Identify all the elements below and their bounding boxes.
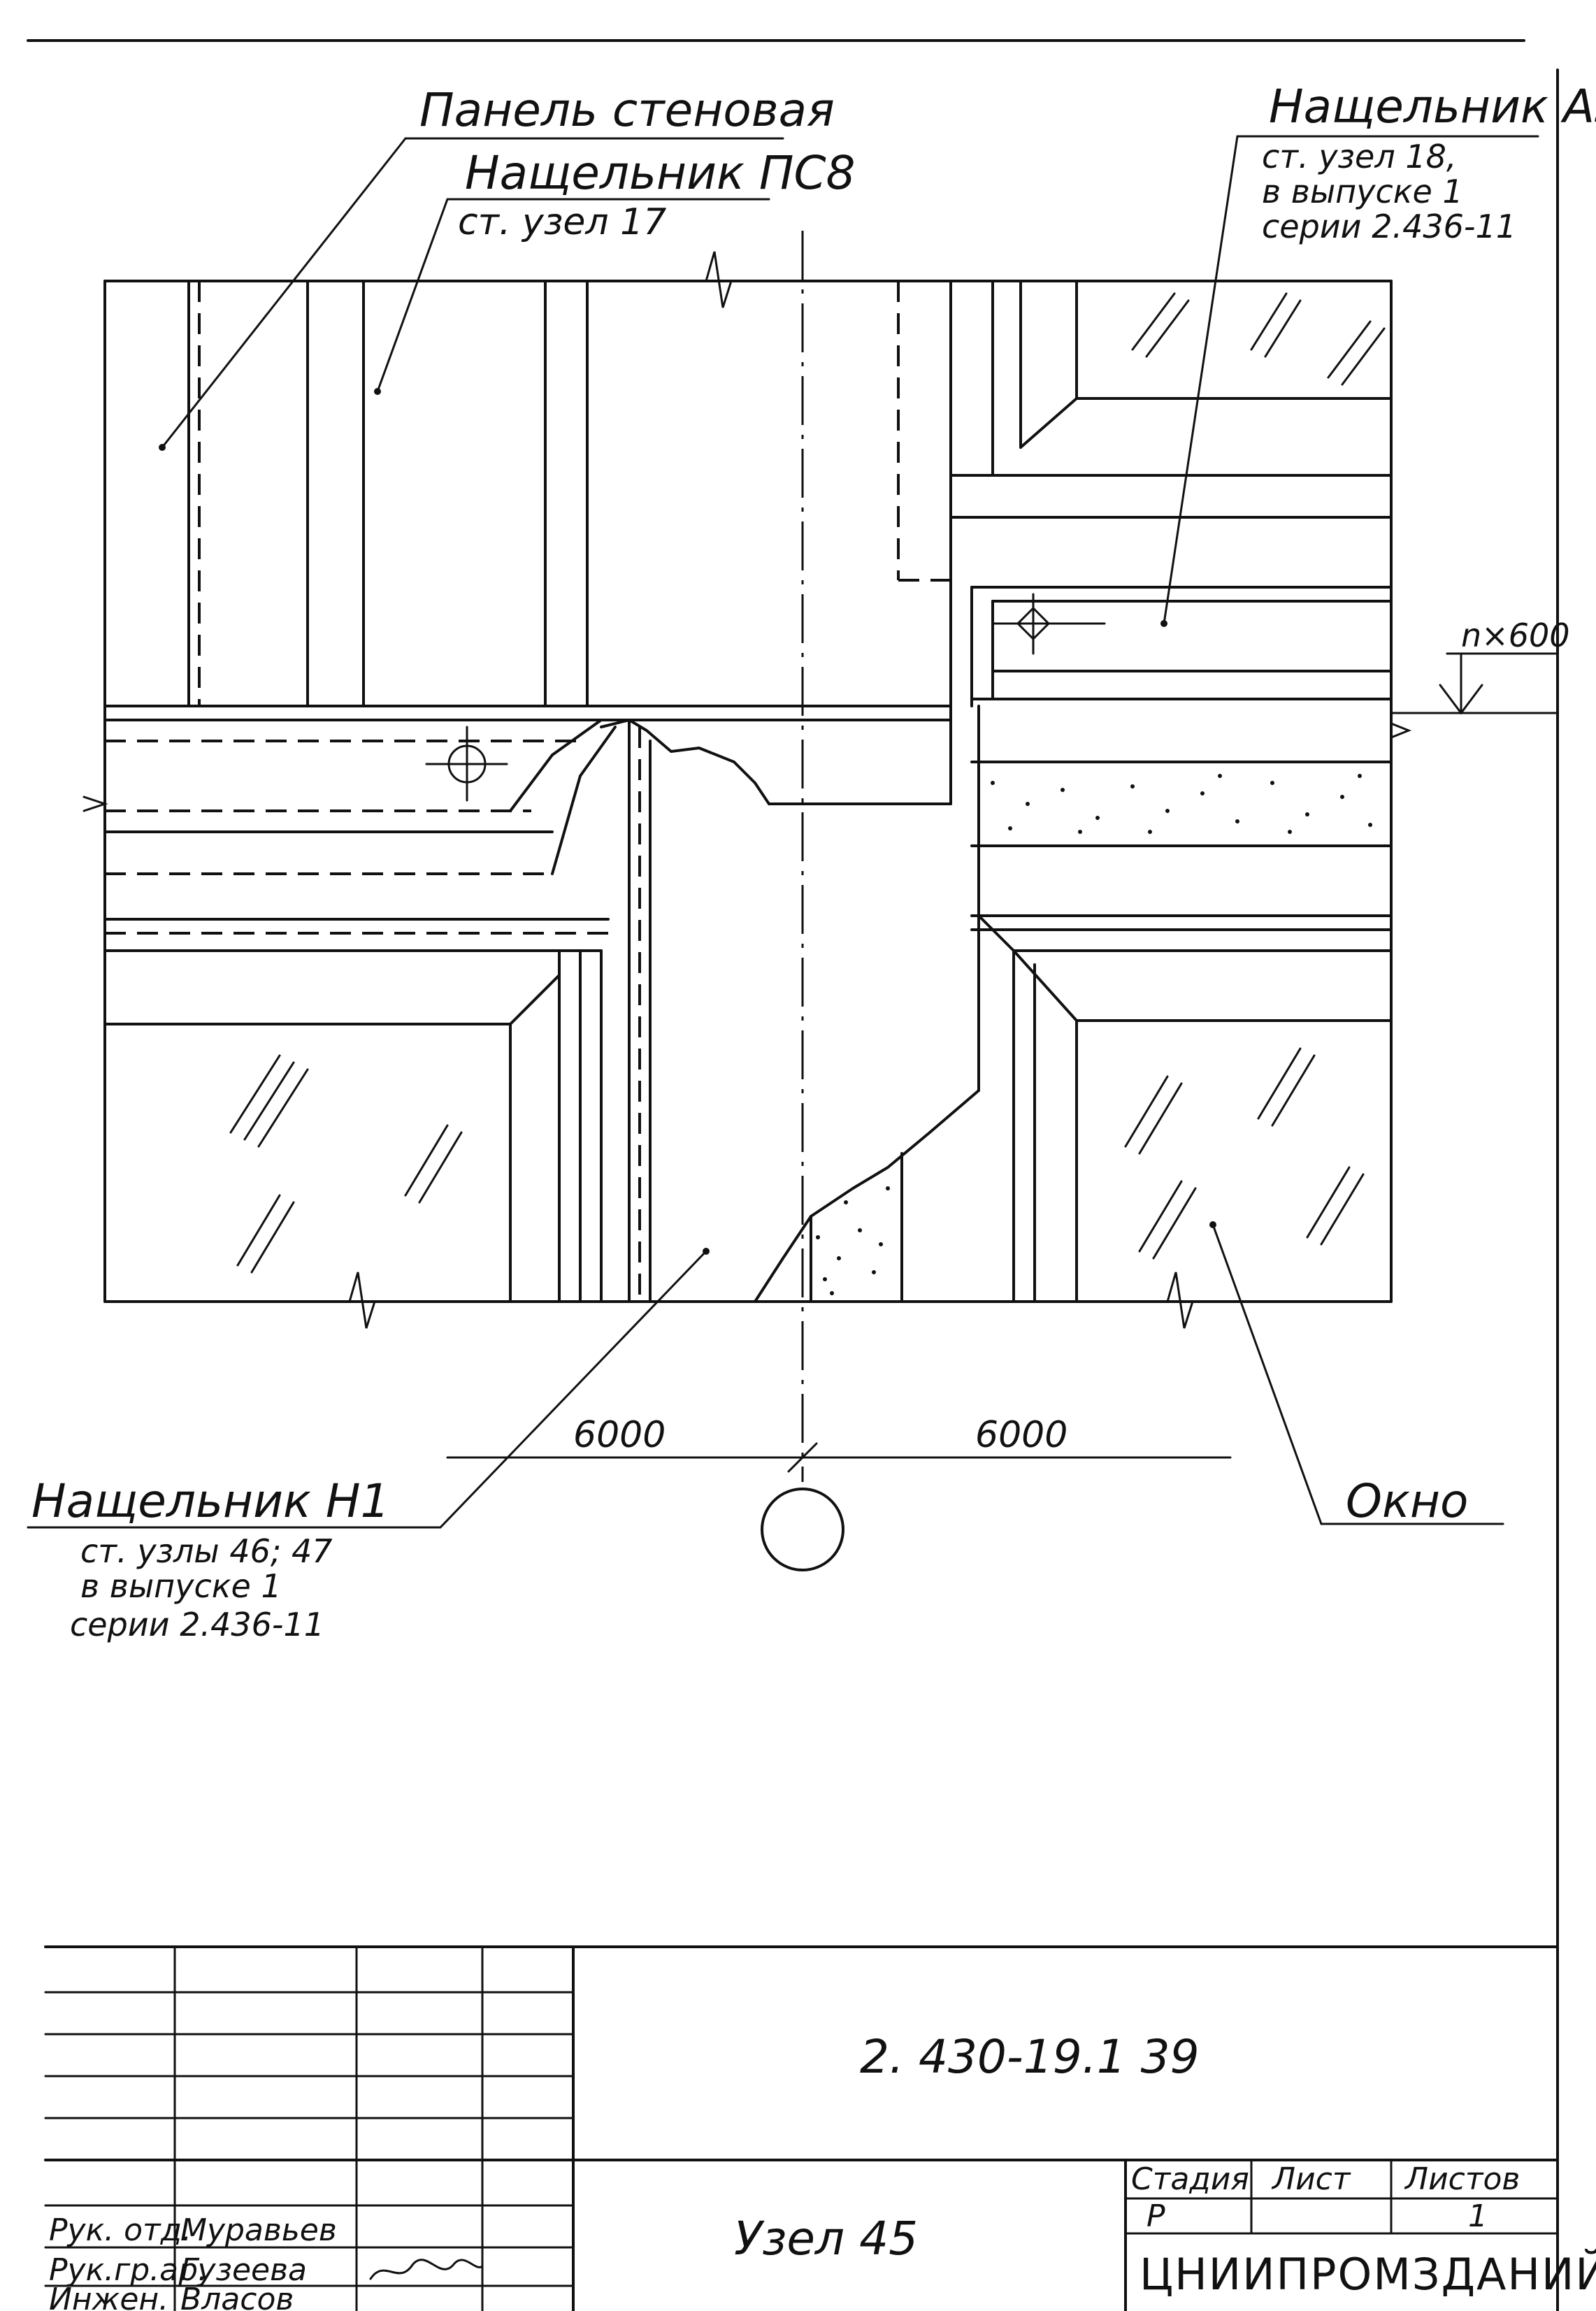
axis-bubble bbox=[761, 1488, 844, 1571]
window-lower-right bbox=[970, 914, 1393, 1303]
window-lower-left bbox=[229, 949, 603, 1303]
sheets-value: 1 bbox=[1468, 2198, 1488, 2234]
label-flashing-ps8-ref: ст. узел 17 bbox=[458, 201, 666, 243]
signer-name-3: Власов bbox=[180, 2282, 294, 2311]
label-flashing-a3: Нащельник А3 bbox=[1269, 80, 1596, 134]
label-panel: Панель стеновая bbox=[419, 83, 835, 137]
col-stage: Стадия bbox=[1131, 2161, 1249, 2197]
signer-role-2: Рук.гр.ар. bbox=[49, 2252, 208, 2288]
label-flashing-ps8: Нащельник ПС8 bbox=[465, 146, 856, 200]
doc-number: 2. 430-19.1 39 bbox=[860, 2030, 1200, 2084]
col-sheet: Лист bbox=[1271, 2161, 1351, 2197]
title-block: 2. 430-19.1 39 Узел 45 Стадия Лист Листо… bbox=[44, 1945, 1596, 2311]
node-outline bbox=[82, 251, 1412, 1329]
leader-lines bbox=[27, 135, 1539, 1529]
level-mark-label: n×600 bbox=[1461, 617, 1570, 654]
dim-right: 6000 bbox=[975, 1414, 1067, 1456]
dimension-line: 6000 6000 bbox=[446, 1414, 1232, 1571]
signer-role-3: Инжен. bbox=[49, 2282, 168, 2311]
label-flashing-a3-ref1: ст. узел 18, bbox=[1262, 138, 1457, 175]
annotations: Панель стеновая Нащельник ПС8 ст. узел 1… bbox=[31, 80, 1596, 1643]
signer-name-1: Муравьев bbox=[180, 2212, 337, 2248]
center-flashing bbox=[600, 705, 980, 1303]
sheet-frame bbox=[27, 39, 1559, 2311]
window-upper-right bbox=[949, 280, 1393, 707]
level-mark: n×600 bbox=[1390, 617, 1570, 715]
label-flashing-h1-ref1: ст. узлы 46; 47 bbox=[80, 1532, 333, 1570]
signature bbox=[369, 2259, 484, 2280]
insulation-band-right bbox=[816, 761, 1393, 1295]
label-flashing-a3-ref3: серии 2.436-11 bbox=[1262, 208, 1516, 245]
dim-left: 6000 bbox=[573, 1414, 666, 1456]
label-flashing-h1-ref2: в выпуске 1 bbox=[80, 1567, 282, 1605]
signer-name-2: Гузеева bbox=[180, 2252, 307, 2288]
organization: ЦНИИПРОМЗДАНИЙ bbox=[1140, 2249, 1596, 2300]
signer-role-1: Рук. отд. bbox=[49, 2212, 192, 2248]
wall-panel-upper bbox=[103, 280, 952, 805]
label-flashing-a3-ref2: в выпуске 1 bbox=[1262, 173, 1463, 210]
sheet-title: Узел 45 bbox=[734, 2212, 918, 2266]
col-sheets: Листов bbox=[1404, 2161, 1520, 2197]
horizontal-band-left bbox=[103, 719, 631, 1025]
stage-value: Р bbox=[1146, 2198, 1165, 2234]
label-flashing-h1: Нащельник Н1 bbox=[31, 1474, 389, 1528]
fastener-right-icon bbox=[991, 593, 1106, 655]
label-window: Окно bbox=[1346, 1474, 1468, 1528]
fastener-left-icon bbox=[425, 726, 508, 802]
label-flashing-h1-ref3: серии 2.436-11 bbox=[70, 1606, 324, 1643]
